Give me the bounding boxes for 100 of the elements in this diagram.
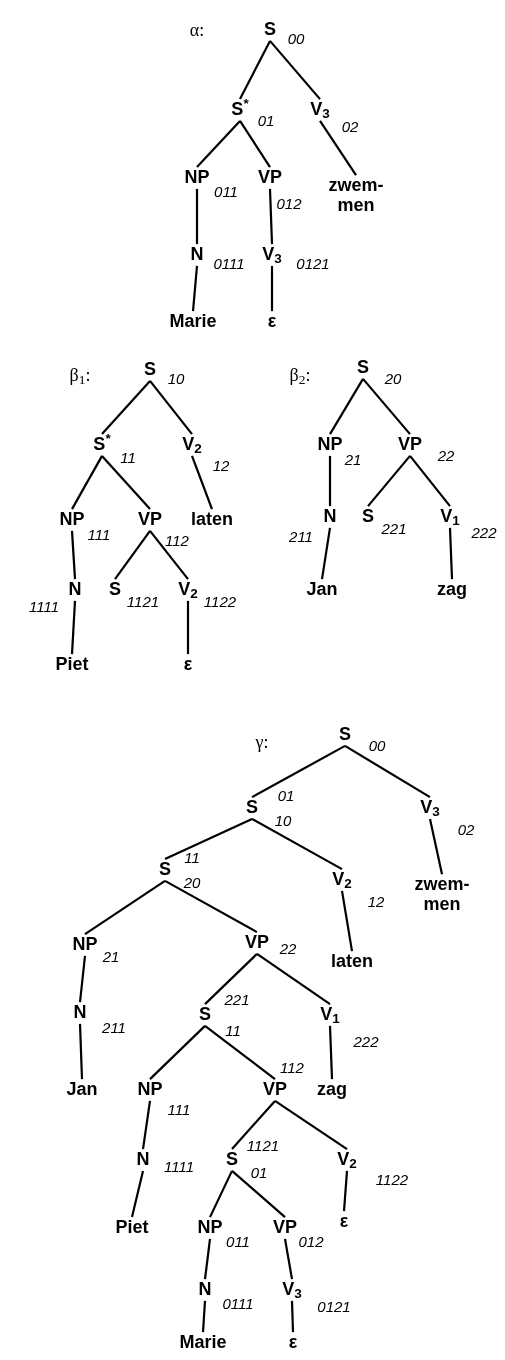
branch-line bbox=[231, 1170, 286, 1218]
category-label: N bbox=[136, 1150, 150, 1170]
branch-line bbox=[268, 188, 274, 245]
branch-line bbox=[70, 530, 77, 580]
word-label: Jan bbox=[306, 580, 338, 600]
address-label: 00 bbox=[287, 30, 305, 46]
address-label: 111 bbox=[167, 1101, 191, 1117]
address-label: 111 bbox=[87, 526, 111, 542]
branch-line bbox=[190, 455, 214, 510]
category-label: NP bbox=[197, 1218, 223, 1238]
address-label: 20 bbox=[183, 874, 201, 890]
category-label: S bbox=[246, 798, 258, 818]
branch-line bbox=[84, 880, 166, 935]
branch-line bbox=[329, 378, 364, 435]
category-label: NP bbox=[59, 510, 85, 530]
address-label: 20 bbox=[384, 370, 402, 386]
address-label: 01 bbox=[277, 787, 295, 803]
address-label: 11 bbox=[120, 449, 136, 465]
address-label: 1111 bbox=[164, 1158, 194, 1174]
address-label: 222 bbox=[471, 524, 497, 540]
word-label: zwem- men bbox=[328, 176, 384, 216]
branch-line bbox=[239, 120, 271, 168]
address-label: 02 bbox=[341, 118, 359, 134]
branch-line bbox=[231, 1100, 276, 1150]
word-label: laten bbox=[331, 952, 373, 972]
word-label: laten bbox=[191, 510, 233, 530]
word-label: ε bbox=[183, 655, 193, 675]
branch-line bbox=[269, 40, 321, 100]
category-label: VP bbox=[245, 933, 269, 953]
address-label: 0111 bbox=[222, 1295, 254, 1311]
category-label: N bbox=[68, 580, 82, 600]
address-label: 112 bbox=[280, 1059, 304, 1075]
word-label: ε bbox=[339, 1212, 349, 1232]
branch-line bbox=[340, 890, 354, 952]
branch-line bbox=[367, 455, 411, 507]
branch-line bbox=[196, 120, 241, 168]
address-label: 221 bbox=[224, 991, 250, 1007]
branch-line bbox=[164, 817, 253, 861]
category-label: V$_{2}$ bbox=[182, 435, 202, 455]
branch-line bbox=[328, 455, 332, 507]
branch-line bbox=[448, 527, 454, 580]
address-label: 0121 bbox=[296, 255, 330, 271]
word-label: S bbox=[109, 580, 121, 600]
category-label: S$^{*}$ bbox=[93, 435, 111, 455]
branch-line bbox=[409, 455, 451, 507]
category-label: NP bbox=[137, 1080, 163, 1100]
word-label: Marie bbox=[169, 312, 217, 332]
category-label: NP bbox=[72, 935, 98, 955]
branch-line bbox=[328, 1025, 334, 1080]
address-label: 1121 bbox=[246, 1137, 280, 1153]
branch-line bbox=[204, 1025, 276, 1080]
category-label: N bbox=[73, 1003, 87, 1023]
category-label: S bbox=[159, 860, 171, 880]
tree-label: β$_{2}$: bbox=[289, 366, 311, 384]
branch-line bbox=[141, 1100, 152, 1150]
address-label: 211 bbox=[289, 528, 313, 544]
category-label: NP bbox=[184, 168, 210, 188]
word-label: Marie bbox=[179, 1333, 227, 1353]
word-label: zag bbox=[317, 1080, 347, 1100]
address-label: 221 bbox=[381, 520, 407, 536]
branch-line bbox=[209, 1170, 233, 1218]
address-label: 10 bbox=[274, 812, 292, 828]
tree-label: β$_{1}$: bbox=[69, 366, 91, 384]
address-label: 0111 bbox=[213, 255, 245, 271]
address-label: 1111 bbox=[29, 598, 59, 614]
word-label: zwem- men bbox=[414, 875, 470, 915]
branch-line bbox=[101, 380, 151, 435]
category-label: S$^{*}$ bbox=[231, 100, 249, 120]
branch-line bbox=[149, 1025, 206, 1080]
category-label: VP bbox=[258, 168, 282, 188]
address-label: 012 bbox=[276, 195, 302, 211]
address-label: 01 bbox=[257, 112, 275, 128]
address-label: 21 bbox=[102, 948, 120, 964]
branch-line bbox=[239, 40, 271, 100]
address-label: 011 bbox=[226, 1233, 250, 1249]
category-label: V$_{2}$ bbox=[178, 580, 198, 600]
word-label: ε bbox=[267, 312, 277, 332]
category-label: V$_{1}$ bbox=[320, 1005, 340, 1025]
word-label: Piet bbox=[55, 655, 89, 675]
category-label: V$_{1}$ bbox=[440, 507, 460, 527]
address-label: 1122 bbox=[375, 1171, 409, 1187]
branch-line bbox=[256, 953, 331, 1005]
address-label: 02 bbox=[457, 821, 475, 837]
address-label: 112 bbox=[165, 532, 189, 548]
word-label: Jan bbox=[66, 1080, 98, 1100]
branch-line bbox=[164, 879, 258, 934]
category-label: V$_{3}$ bbox=[262, 245, 282, 265]
branch-line bbox=[319, 120, 357, 176]
address-label: 10 bbox=[167, 370, 185, 386]
category-label: S bbox=[264, 20, 276, 40]
category-label: V$_{3}$ bbox=[310, 100, 330, 120]
branch-line bbox=[70, 600, 77, 655]
branch-line bbox=[251, 744, 346, 799]
address-label: 21 bbox=[344, 451, 362, 467]
category-label: S bbox=[226, 1150, 238, 1170]
address-label: 222 bbox=[353, 1033, 379, 1049]
branch-line bbox=[362, 378, 411, 435]
category-label: S bbox=[339, 725, 351, 745]
word-label: S bbox=[362, 507, 374, 527]
branch-line bbox=[428, 818, 444, 875]
